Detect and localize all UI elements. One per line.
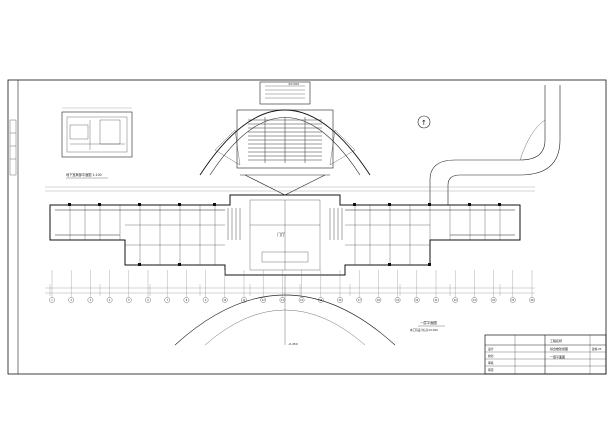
margin-stamps <box>9 119 17 176</box>
stage-block <box>236 109 334 169</box>
column-grid <box>68 203 501 266</box>
axis-bubble-label: 3 <box>90 299 92 302</box>
axis-bubble-label: 5 <box>128 299 130 302</box>
axis-bubble-label: 19 <box>396 299 399 302</box>
plan-caption-group: 一层平面图 本工程设计标高±0.000 <box>410 320 445 332</box>
axis-bubble-label: 23 <box>473 299 476 302</box>
plan-caption: 一层平面图 <box>420 320 438 325</box>
elevation-bottom: -0.450 <box>288 342 298 346</box>
axis-bubble-label: 9 <box>205 299 207 302</box>
axis-bubble-label: 15 <box>319 299 322 302</box>
axis-bubble-label: 12 <box>262 299 265 302</box>
axis-bubble-label: 25 <box>511 299 514 302</box>
title-sheet-no: 建施-03 <box>592 347 602 351</box>
axis-bubble-label: 14 <box>300 299 303 302</box>
axis-bubble-label: 2 <box>70 299 72 302</box>
axis-bubble-label: 7 <box>166 299 168 302</box>
sheet-border <box>7 79 607 375</box>
north-arrow: ↑ <box>417 115 431 129</box>
title-project: 工程名称 <box>550 338 562 343</box>
axis-bubble-label: 21 <box>435 299 438 302</box>
axis-bubble-label: 4 <box>109 299 111 302</box>
axis-bubble-label: 1 <box>51 299 53 302</box>
basement-detail-inset: 地下室局部平面图 1:100 <box>61 107 133 179</box>
axis-bubble-label: 8 <box>186 299 188 302</box>
title-drawing-name: 综合楼建施图 <box>550 346 568 351</box>
seating-rows <box>248 117 322 163</box>
axis-bubble-label: 10 <box>223 299 226 302</box>
hall-label: 门厅 <box>277 231 285 237</box>
axis-bubble-label: 18 <box>377 299 380 302</box>
axis-bubble-label: 17 <box>358 299 361 302</box>
axis-bubble-label: 13 <box>281 299 284 302</box>
north-symbol: ↑ <box>421 119 427 127</box>
plan-scale-note: 本工程设计标高±0.000 <box>410 328 438 332</box>
title-row-2: 审核 <box>488 361 494 365</box>
axis-bubble-label: 22 <box>454 299 457 302</box>
title-row-0: 设计 <box>488 347 494 351</box>
floor-plan: 门厅 ±0.000 -0.450 <box>45 82 535 346</box>
axis-bubble-label: 24 <box>492 299 495 302</box>
title-row-1: 校对 <box>488 354 494 358</box>
axis-bubble-label: 6 <box>147 299 149 302</box>
detail-caption: 地下室局部平面图 1:100 <box>66 172 102 177</box>
axis-bubble-label: 16 <box>339 299 342 302</box>
axis-bubble-label: 26 <box>531 299 534 302</box>
title-row-3: 审定 <box>488 368 494 372</box>
curved-driveway <box>429 85 561 205</box>
auditorium-wing <box>199 81 371 196</box>
axis-bubble-label: 11 <box>243 299 246 302</box>
elevation-top: ±0.000 <box>288 82 299 86</box>
title-sheet-title: 一层平面图 <box>550 354 565 359</box>
title-block: 工程名称 综合楼建施图 一层平面图 设计 校对 审核 审定 建施-03 <box>484 334 607 375</box>
axis-bubble-label: 20 <box>415 299 418 302</box>
